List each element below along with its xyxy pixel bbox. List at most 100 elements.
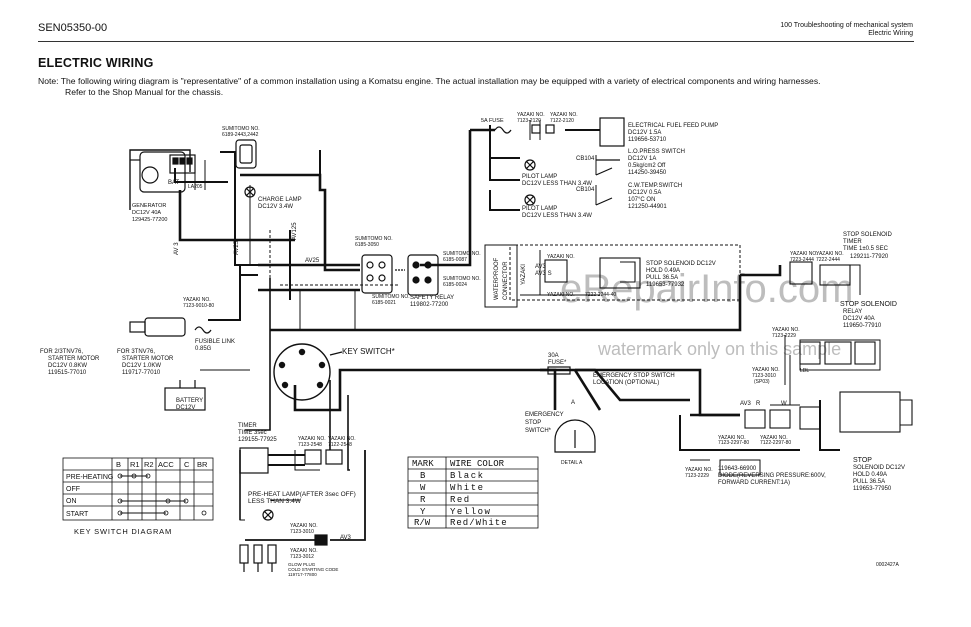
- fuse-30a-label-2: FUSE*: [548, 360, 567, 366]
- sumitomo-d-number: 6185-0024: [443, 282, 467, 288]
- cw-temp-part: 121250-44901: [628, 204, 667, 210]
- wct-mark-4: R/W: [414, 518, 431, 528]
- key-switch-symbol: [273, 343, 343, 401]
- wire-label-av3: AV 3: [174, 242, 180, 255]
- yazaki-7-label: YAZAKI NO.: [772, 327, 800, 333]
- wire-label-av3-d: AV3: [340, 535, 352, 541]
- safety-relay-label: SAFETY RELAY: [410, 295, 454, 301]
- wct-mark-2: R: [420, 495, 426, 505]
- bat-label: BAT: [168, 180, 180, 186]
- yazaki-6-label: YAZAKI NO.: [816, 251, 844, 257]
- yazaki-11-label: YAZAKI NO.: [685, 467, 713, 473]
- fusible-link-label: FUSIBLE LINK: [195, 339, 235, 345]
- yazaki-8-number: 7123-3010: [752, 373, 776, 379]
- wire-label-a: A: [571, 400, 575, 406]
- thin-wires: [194, 120, 881, 521]
- ks-col-r1: R1: [130, 460, 140, 469]
- starter-motor-symbol: [129, 317, 212, 411]
- charge-lamp-spec: DC12V 3.4W: [258, 204, 293, 210]
- yazaki-9-number: 7123-2297-80: [718, 440, 749, 446]
- yazaki-15-label: YAZAKI NO.: [290, 523, 318, 529]
- wct-color-4: Red/White: [450, 518, 508, 528]
- yazaki-8-label: YAZAKI NO.: [752, 367, 780, 373]
- wct-color-2: Red: [450, 495, 471, 505]
- yazaki-1-label: YAZAKI NO.: [517, 112, 545, 118]
- yazaki-11-number: 7123-2229: [685, 473, 709, 479]
- key-switch-label: KEY SWITCH*: [342, 347, 395, 356]
- header-rule: [38, 41, 914, 42]
- cb104-a-label: CB104: [576, 156, 595, 162]
- lo-press-part: 114250-39450: [628, 170, 667, 176]
- wire-label-av25-a: AV25: [234, 240, 240, 255]
- cw-temp-spec: DC12V 0.5A: [628, 190, 661, 196]
- wire-label-av25-b: AV25: [305, 258, 320, 264]
- ks-row-on: ON: [66, 498, 77, 505]
- sumitomo-d-label: SUMITOMO NO.: [443, 276, 481, 282]
- timer-symbol: [239, 447, 343, 474]
- ks-col-r2: R2: [144, 460, 154, 469]
- fuse-5a-label: 5A FUSE: [481, 118, 504, 124]
- wct-color-1: White: [450, 483, 485, 493]
- note-line-2: Refer to the Shop Manual for the chassis…: [65, 87, 224, 97]
- preheat-lamp-spec: LESS THAN 3.4W: [248, 498, 302, 505]
- generator-label: GENERATOR: [132, 203, 166, 209]
- ssto-timer: TIMER: [843, 239, 862, 245]
- yazaki-10-number: 7122-2297-80: [760, 440, 791, 446]
- yazaki-7-number: 7123-2229: [772, 333, 796, 339]
- starter-b-label: FOR 3TNV76,: [117, 349, 155, 355]
- cw-temp-label: C.W.TEMP.SWITCH: [628, 183, 682, 189]
- glow-plug-spec: COLD STARTING CODE: [288, 567, 338, 572]
- ssto-time: TIME 1±0.5 SEC: [843, 246, 889, 252]
- battery-spec: DC12V: [176, 405, 195, 411]
- fuse-5a-symbol: [494, 117, 625, 147]
- sumitomo-a-label: SUMITOMO NO.: [355, 236, 393, 242]
- yazaki-9-label: YAZAKI NO.: [718, 435, 746, 441]
- ssb-title: STOP SOLENOID DC12V: [646, 261, 716, 267]
- yazaki-13-label: YAZAKI NO.: [298, 436, 326, 442]
- lo-press-spec: DC12V 1A: [628, 156, 656, 162]
- yazaki-6-number: 7222-2444: [816, 257, 840, 263]
- stop-solenoid-connector: [544, 257, 641, 289]
- key-switch-table: [62, 457, 214, 521]
- yazaki-13-number: 7123-2548: [298, 442, 322, 448]
- wct-mark-3: Y: [420, 507, 426, 517]
- timer-part: 129155-77925: [238, 437, 277, 443]
- yazaki-16-label: YAZAKI NO.: [290, 548, 318, 554]
- generator-symbol: [130, 151, 196, 193]
- note-line-1: Note: The following wiring diagram is "r…: [38, 76, 821, 86]
- stop-sol-hold: HOLD 0.49A: [853, 472, 887, 478]
- key-switch-diagram-label: KEY SWITCH DIAGRAM: [74, 527, 172, 536]
- generator-part: 129425-77200: [132, 217, 167, 223]
- wire-label-av3-c: AV3: [740, 401, 752, 407]
- la205-label: LA205: [188, 184, 203, 190]
- ss-relay-part: 119650-77910: [843, 323, 882, 329]
- glow-plug-spec-2: 119717-77800: [288, 572, 317, 577]
- connector-label: CONNECTOR: [503, 261, 509, 300]
- wct-mark-1: W: [420, 483, 426, 493]
- ss-relay-label: RELAY: [843, 309, 862, 315]
- diode-spec-2: FORWARD CURRENT:1A): [718, 480, 790, 486]
- stop-sol-pull: PULL 36.5A: [853, 479, 885, 485]
- fuel-pump-label: ELECTRICAL FUEL FEED PUMP: [628, 123, 718, 129]
- pilot-lamp-2-label: PILOT LAMP: [522, 206, 557, 212]
- waterproof-label: WATERPROOF: [494, 257, 500, 300]
- starter-a-part: 119515-77010: [48, 370, 87, 376]
- yazaki-14-number: 7122-2548: [328, 442, 352, 448]
- note: Note: The following wiring diagram is "r…: [38, 76, 918, 98]
- waterproof-box: [484, 244, 518, 308]
- yazaki-5-number: 7223-2444: [790, 257, 814, 263]
- page-title: ELECTRIC WIRING: [38, 56, 154, 70]
- glow-plug-symbol: [239, 534, 328, 572]
- pilot-lamp-1-symbol: [524, 159, 620, 206]
- preheat-lamp-label: PRE-HEAT LAMP(AFTER 3sec OFF): [248, 491, 356, 498]
- wct-header-color: WIRE COLOR: [450, 459, 505, 469]
- preheat-lamp-symbol: [262, 509, 274, 521]
- sumitomo-c-label: SUMITOMO NO.: [372, 294, 410, 300]
- fuel-pump-part: 119656-53710: [628, 137, 667, 143]
- ss-relay-symbol: [799, 341, 876, 365]
- ss-relay-title: STOP SOLENOID: [840, 301, 897, 308]
- sumitomo-b-number: 6185-0087: [443, 257, 467, 263]
- cb104-b-label: CB104: [576, 187, 595, 193]
- sp03-label: (SP03): [754, 379, 770, 385]
